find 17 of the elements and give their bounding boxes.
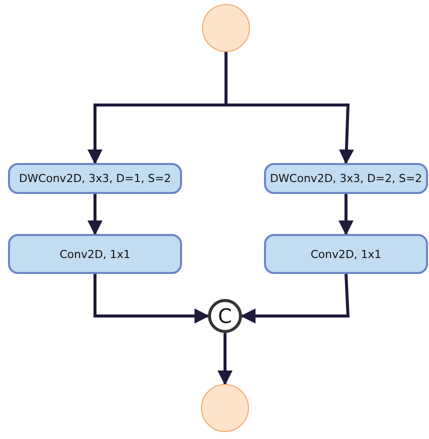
process-box (8, 163, 182, 194)
operator-circle (208, 299, 242, 333)
process-box (264, 163, 428, 194)
data-circle (202, 4, 250, 52)
node-label: Conv2D, 1x1 (60, 248, 130, 260)
data-circle (201, 384, 249, 432)
process-box (264, 234, 428, 274)
arrow (218, 333, 232, 386)
arrow (240, 274, 350, 324)
process-box (8, 234, 182, 274)
node-label: DWConv2D, 3x3, D=1, S=2 (18, 172, 172, 185)
arrow (88, 194, 102, 236)
arrow (94, 274, 210, 324)
node-label: C (218, 304, 232, 328)
node-label: Conv2D, 1x1 (310, 248, 382, 260)
node-label: DWConv2D, 3x3, D=2, S=2 (270, 172, 422, 185)
arrow (338, 194, 354, 236)
